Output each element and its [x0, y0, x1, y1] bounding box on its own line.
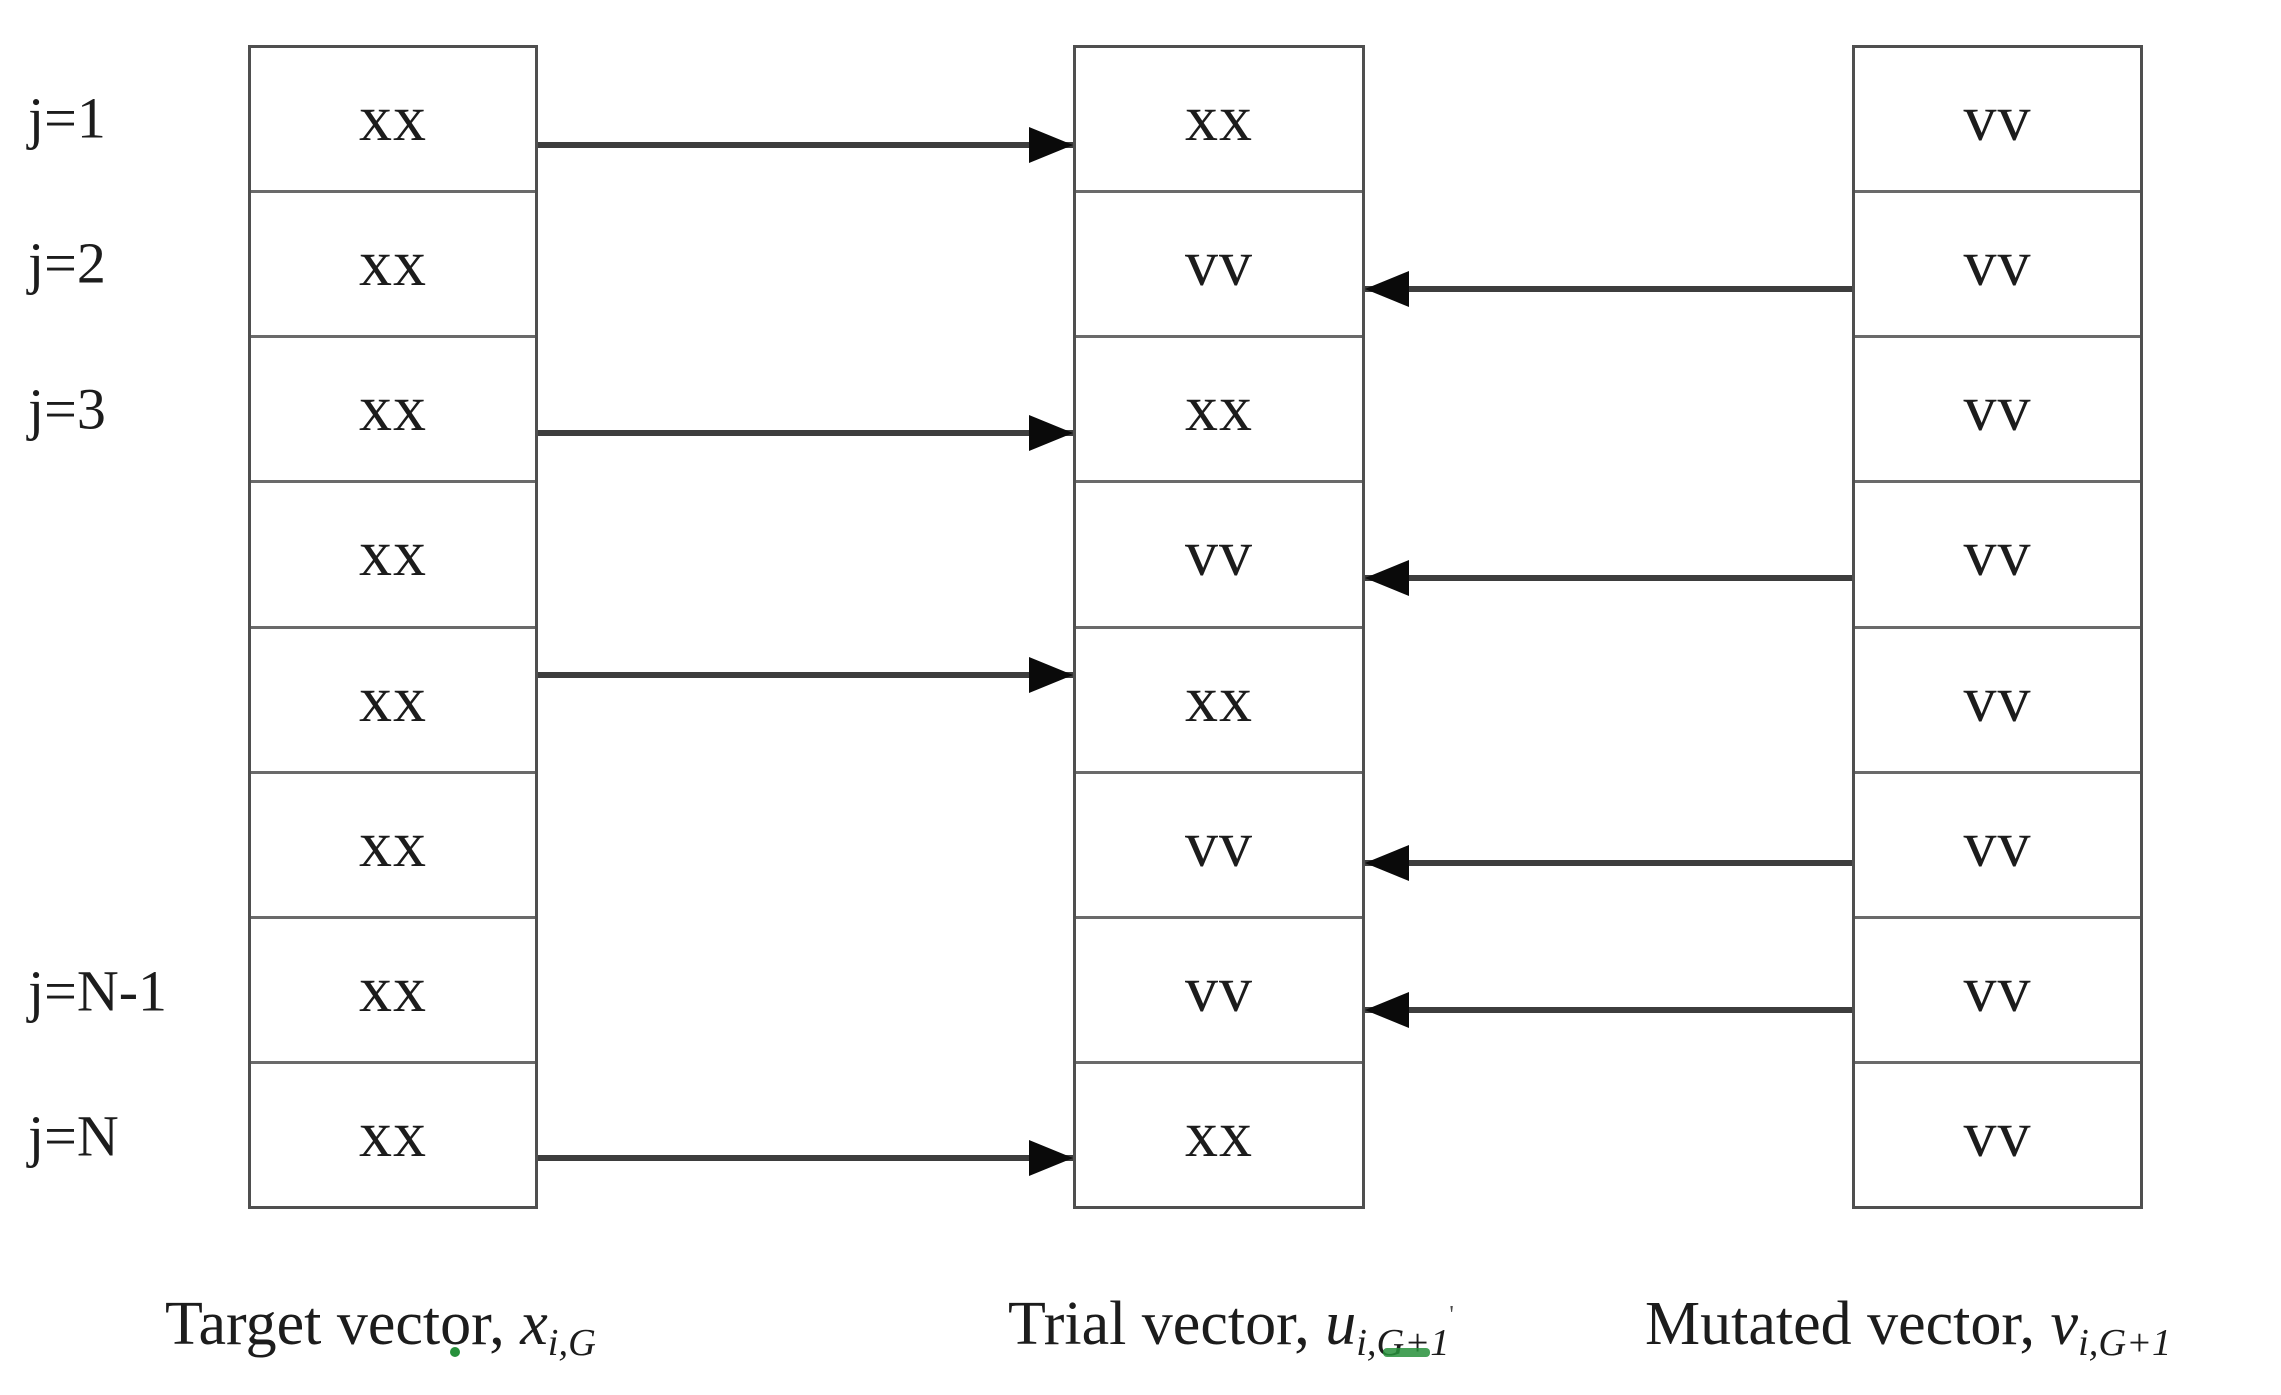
- arrow-shaft: [1365, 285, 1852, 292]
- caption-subscript: i,G+1: [1356, 1321, 1450, 1364]
- caption-variable: v: [2050, 1290, 2079, 1358]
- target-to-trial-arrow: [538, 126, 1073, 163]
- arrowhead-icon: [1029, 657, 1073, 693]
- arrow-shaft: [1365, 574, 1852, 581]
- target-cell-r1: xx: [251, 48, 535, 194]
- arrowhead-icon: [1029, 126, 1073, 163]
- target-cell-r2: xx: [251, 193, 535, 339]
- mutated-vector-caption: Mutated vector, vi,G+1: [1645, 1290, 2171, 1364]
- caption-text: Target vector,: [165, 1290, 521, 1358]
- trial-cell-r3: xx: [1076, 338, 1362, 484]
- trial-cell-r6: vv: [1076, 774, 1362, 919]
- row-index-label: j=3: [28, 376, 106, 442]
- mutated-cell-r7: vv: [1855, 919, 2140, 1064]
- caption-text: Trial vector,: [1008, 1290, 1326, 1358]
- target-cell-r7: xx: [251, 919, 535, 1064]
- mutated-cell-r6: vv: [1855, 774, 2140, 919]
- mutated-to-trial-arrow: [1365, 844, 1852, 881]
- trial-cell-r4: vv: [1076, 483, 1362, 629]
- arrowhead-icon: [1365, 991, 1409, 1028]
- mutated-to-trial-arrow: [1365, 270, 1852, 307]
- row-index-label: j=N: [28, 1103, 119, 1169]
- arrowhead-icon: [1365, 270, 1409, 307]
- row-index-label: j=N-1: [28, 958, 168, 1024]
- target-cell-r4: xx: [251, 483, 535, 629]
- arrowhead-icon: [1365, 844, 1409, 881]
- mutated-to-trial-arrow: [1365, 559, 1852, 596]
- caption-variable: u: [1325, 1290, 1357, 1358]
- mutated-cell-r1: vv: [1855, 48, 2140, 194]
- trial-cell-r5: xx: [1076, 629, 1362, 774]
- green-smudge-artifact: [1383, 1348, 1430, 1357]
- arrow-shaft: [538, 1155, 1073, 1162]
- arrow-shaft: [538, 141, 1073, 148]
- mutated-cell-r4: vv: [1855, 483, 2140, 629]
- trial-cell-r1: xx: [1076, 48, 1362, 194]
- arrow-shaft: [1365, 859, 1852, 866]
- caption-text: Mutated vector,: [1645, 1290, 2051, 1358]
- arrow-shaft: [1365, 1006, 1852, 1013]
- target-cell-r8: xx: [359, 1097, 427, 1171]
- row-index-label: j=2: [28, 230, 106, 296]
- arrowhead-icon: [1029, 1140, 1073, 1177]
- target-cell-r6: xx: [251, 774, 535, 919]
- trial-cell-r2: vv: [1076, 193, 1362, 339]
- caption-subscript: i,G: [547, 1321, 596, 1364]
- mutated-cell-r3: vv: [1855, 338, 2140, 484]
- target-vector-caption: Target vector, xi,G: [165, 1290, 596, 1364]
- target-cell-r5: xx: [251, 629, 535, 774]
- caption-subscript: i,G+1: [2078, 1321, 2172, 1364]
- green-smudge-artifact: [450, 1347, 460, 1357]
- arrowhead-icon: [1029, 414, 1073, 451]
- caption-tick-mark: ': [1449, 1301, 1454, 1329]
- arrow-shaft: [538, 672, 1073, 678]
- trial-vector-caption: Trial vector, ui,G+1': [1008, 1290, 1454, 1364]
- arrow-shaft: [538, 429, 1073, 436]
- mutated-cell-r2: vv: [1855, 193, 2140, 339]
- caption-variable: x: [520, 1290, 548, 1358]
- target-to-trial-arrow: [538, 1140, 1073, 1177]
- target-to-trial-arrow: [538, 657, 1073, 693]
- mutated-to-trial-arrow: [1365, 991, 1852, 1028]
- mutated-cell-r8: vv: [1963, 1097, 2032, 1171]
- row-index-label: j=1: [28, 85, 106, 151]
- target-to-trial-arrow: [538, 414, 1073, 451]
- trial-cell-r7: vv: [1076, 919, 1362, 1064]
- mutated-cell-r5: vv: [1855, 629, 2140, 774]
- arrowhead-icon: [1365, 559, 1409, 596]
- trial-cell-r8: xx: [1185, 1097, 1253, 1171]
- target-cell-r3: xx: [251, 338, 535, 484]
